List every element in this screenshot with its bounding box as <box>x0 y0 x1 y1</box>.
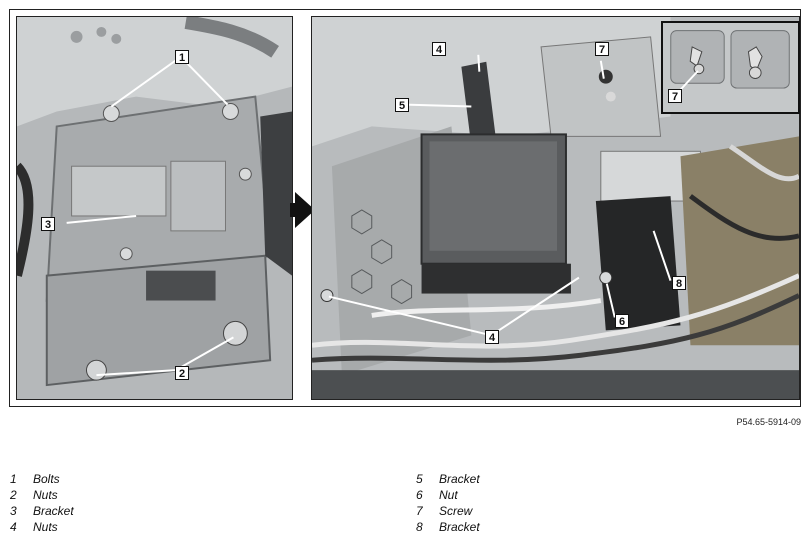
legend-text: Bracket <box>439 472 480 486</box>
legend-number: 8 <box>416 520 423 534</box>
legend-number: 7 <box>416 504 423 518</box>
callout-8: 8 <box>672 276 686 290</box>
photo-before: 1 3 2 <box>16 16 293 400</box>
legend-item: 7 Screw <box>416 503 480 519</box>
legend-number: 3 <box>10 504 17 518</box>
legend-item: 1 Bolts <box>10 471 74 487</box>
legend-text: Bracket <box>439 520 480 534</box>
legend-item: 5 Bracket <box>416 471 480 487</box>
legend-number: 1 <box>10 472 17 486</box>
legend-item: 8 Bracket <box>416 519 480 535</box>
callout-5: 5 <box>395 98 409 112</box>
photo-after: 4 5 7 4 6 8 <box>311 16 800 400</box>
legend-text: Bolts <box>33 472 60 486</box>
legend-number: 2 <box>10 488 17 502</box>
legend-text: Bracket <box>33 504 74 518</box>
legend-number: 5 <box>416 472 423 486</box>
legend-item: 4 Nuts <box>10 519 74 535</box>
legend-item: 2 Nuts <box>10 487 74 503</box>
figure-reference: P54.65-5914-09 <box>736 417 801 427</box>
legend-text: Nuts <box>33 488 58 502</box>
callout-7: 7 <box>595 42 609 56</box>
inset-illustration <box>663 23 798 112</box>
legend-text: Nut <box>439 488 458 502</box>
legend-text: Screw <box>439 504 473 518</box>
legend-item: 3 Bracket <box>10 503 74 519</box>
callout-1: 1 <box>175 50 189 64</box>
arrow-tail <box>290 203 298 217</box>
callout-7-inset: 7 <box>668 89 682 103</box>
legend-text: Nuts <box>33 520 58 534</box>
photo-after-illustration <box>312 17 799 399</box>
callout-4-top: 4 <box>432 42 446 56</box>
photo-before-illustration <box>17 17 292 399</box>
legend-item: 6 Nut <box>416 487 480 503</box>
inset-detail: 7 <box>661 21 800 114</box>
legend-number: 6 <box>416 488 423 502</box>
arrow-right-icon <box>295 192 315 228</box>
callout-4-bottom: 4 <box>485 330 499 344</box>
legend-number: 4 <box>10 520 17 534</box>
callout-6: 6 <box>615 314 629 328</box>
callout-3: 3 <box>41 217 55 231</box>
callout-2: 2 <box>175 366 189 380</box>
